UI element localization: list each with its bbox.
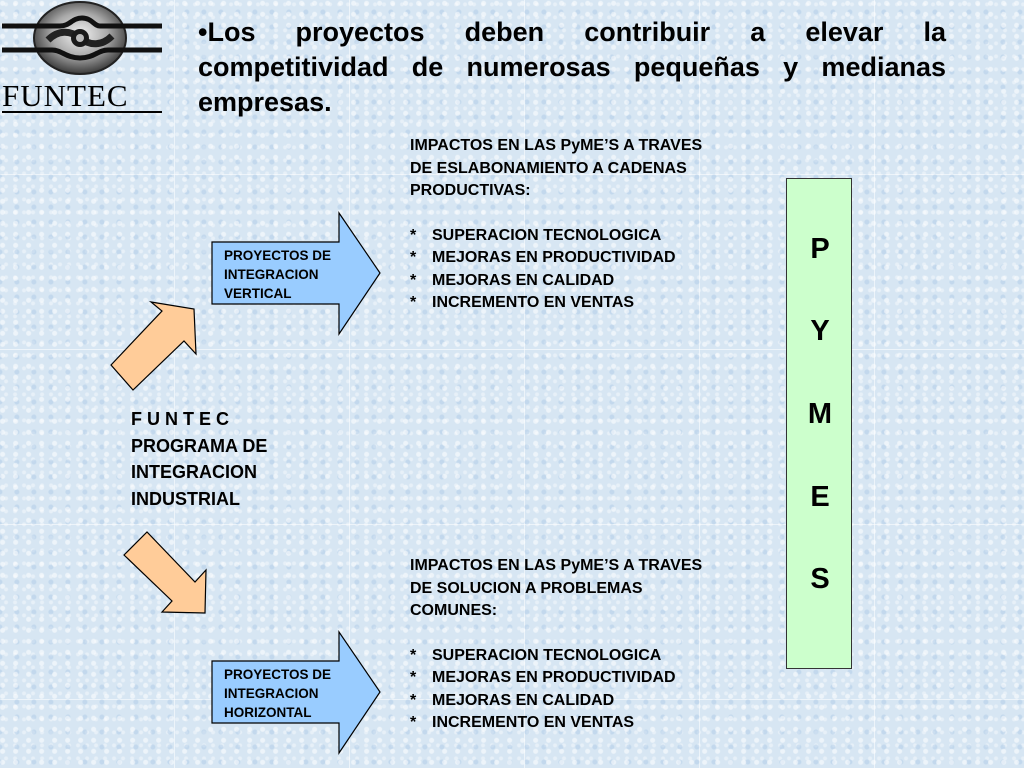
impact-top-title-line1: IMPACTOS EN LAS PyME’S A TRAVES bbox=[410, 137, 703, 154]
list-item-text: SUPERACION TECNOLOGICA bbox=[432, 226, 662, 244]
list-item: * SUPERACION TECNOLOGICA bbox=[410, 225, 770, 248]
program-line3: INTEGRACION bbox=[131, 462, 257, 482]
pymes-letter-m: M bbox=[807, 398, 833, 430]
program-line4: INDUSTRIAL bbox=[131, 488, 240, 509]
impact-block-horizontal: IMPACTOS EN LAS PyME’S A TRAVES DE SOLUC… bbox=[410, 555, 770, 735]
impact-bottom-title-line1: IMPACTOS EN LAS PyME’S A TRAVES bbox=[410, 557, 703, 574]
up-right-arrow-shape bbox=[110, 301, 197, 391]
bullet-asterisk: * bbox=[410, 294, 417, 311]
list-item: * MEJORAS EN PRODUCTIVIDAD bbox=[410, 247, 770, 270]
funtec-logo bbox=[0, 0, 168, 118]
list-item-text: INCREMENTO EN VENTAS bbox=[432, 714, 635, 731]
horizontal-label-line1: PROYECTOS DE bbox=[224, 667, 332, 682]
list-item: * MEJORAS EN PRODUCTIVIDAD bbox=[410, 667, 770, 690]
program-label: F U N T E C PROGRAMA DE INTEGRACION INDU… bbox=[131, 406, 331, 512]
vertical-label-line3: VERTICAL bbox=[224, 286, 292, 301]
horizontal-label-line3: HORIZONTAL bbox=[224, 705, 312, 720]
headline-text: •Los proyectos deben contribuir a elevar… bbox=[198, 17, 946, 117]
horizontal-integration-label: PROYECTOS DE INTEGRACION HORIZONTAL bbox=[224, 665, 354, 722]
program-line2: PROGRAMA DE bbox=[131, 435, 268, 456]
list-item-text: MEJORAS EN PRODUCTIVIDAD bbox=[432, 669, 676, 686]
logo-wordmark: FUNTEC bbox=[2, 78, 129, 113]
vertical-arrow-shape bbox=[211, 211, 381, 336]
vertical-integration-label: PROYECTOS DE INTEGRACION VERTICAL bbox=[224, 246, 354, 303]
impact-top-title-line2: DE ESLABONAMIENTO A CADENAS bbox=[410, 159, 687, 177]
bullet-asterisk: * bbox=[410, 646, 417, 664]
list-item-text: INCREMENTO EN VENTAS bbox=[432, 294, 635, 311]
list-item-text: MEJORAS EN CALIDAD bbox=[432, 691, 615, 709]
down-right-arrow-shape bbox=[123, 531, 207, 614]
vertical-label-line2: INTEGRACION bbox=[224, 267, 319, 282]
logo-underline bbox=[2, 111, 162, 113]
bullet-asterisk: * bbox=[410, 249, 417, 266]
pymes-letter-p: P bbox=[810, 233, 830, 265]
pymes-letter-y: Y bbox=[810, 315, 830, 347]
bullet-asterisk: * bbox=[410, 226, 417, 244]
pymes-letter-s: S bbox=[810, 563, 830, 595]
list-item: * MEJORAS EN CALIDAD bbox=[410, 270, 770, 293]
bullet-asterisk: * bbox=[410, 714, 417, 731]
horizontal-label-line2: INTEGRACION bbox=[224, 686, 319, 701]
list-item-text: MEJORAS EN CALIDAD bbox=[432, 271, 615, 289]
impact-block-vertical: IMPACTOS EN LAS PyME’S A TRAVES DE ESLAB… bbox=[410, 135, 770, 315]
list-item: * MEJORAS EN CALIDAD bbox=[410, 690, 770, 713]
vertical-label-line1: PROYECTOS DE bbox=[224, 248, 332, 263]
program-line1: F U N T E C bbox=[131, 409, 229, 429]
impact-bottom-title-line2: DE SOLUCION A PROBLEMAS bbox=[410, 579, 643, 597]
list-item-text: SUPERACION TECNOLOGICA bbox=[432, 646, 662, 664]
bullet-asterisk: * bbox=[410, 271, 417, 289]
horizontal-arrow-shape bbox=[211, 630, 381, 755]
list-item-text: MEJORAS EN PRODUCTIVIDAD bbox=[432, 249, 676, 266]
impact-bottom-title-line3: COMUNES: bbox=[410, 602, 498, 619]
bullet-asterisk: * bbox=[410, 669, 417, 686]
funtec-emblem-icon bbox=[2, 1, 162, 75]
list-item: * SUPERACION TECNOLOGICA bbox=[410, 645, 770, 668]
pymes-box: P Y M E S bbox=[786, 178, 852, 669]
list-item: * INCREMENTO EN VENTAS bbox=[410, 292, 770, 315]
bullet-asterisk: * bbox=[410, 691, 417, 709]
impact-bottom-list: * SUPERACION TECNOLOGICA * MEJORAS EN PROD… bbox=[410, 645, 770, 735]
impact-top-list: * SUPERACION TECNOLOGICA * MEJORAS EN PROD… bbox=[410, 225, 770, 315]
impact-top-title-line3: PRODUCTIVAS: bbox=[410, 182, 531, 199]
list-item: * INCREMENTO EN VENTAS bbox=[410, 712, 770, 735]
pymes-letter-e: E bbox=[810, 481, 830, 513]
